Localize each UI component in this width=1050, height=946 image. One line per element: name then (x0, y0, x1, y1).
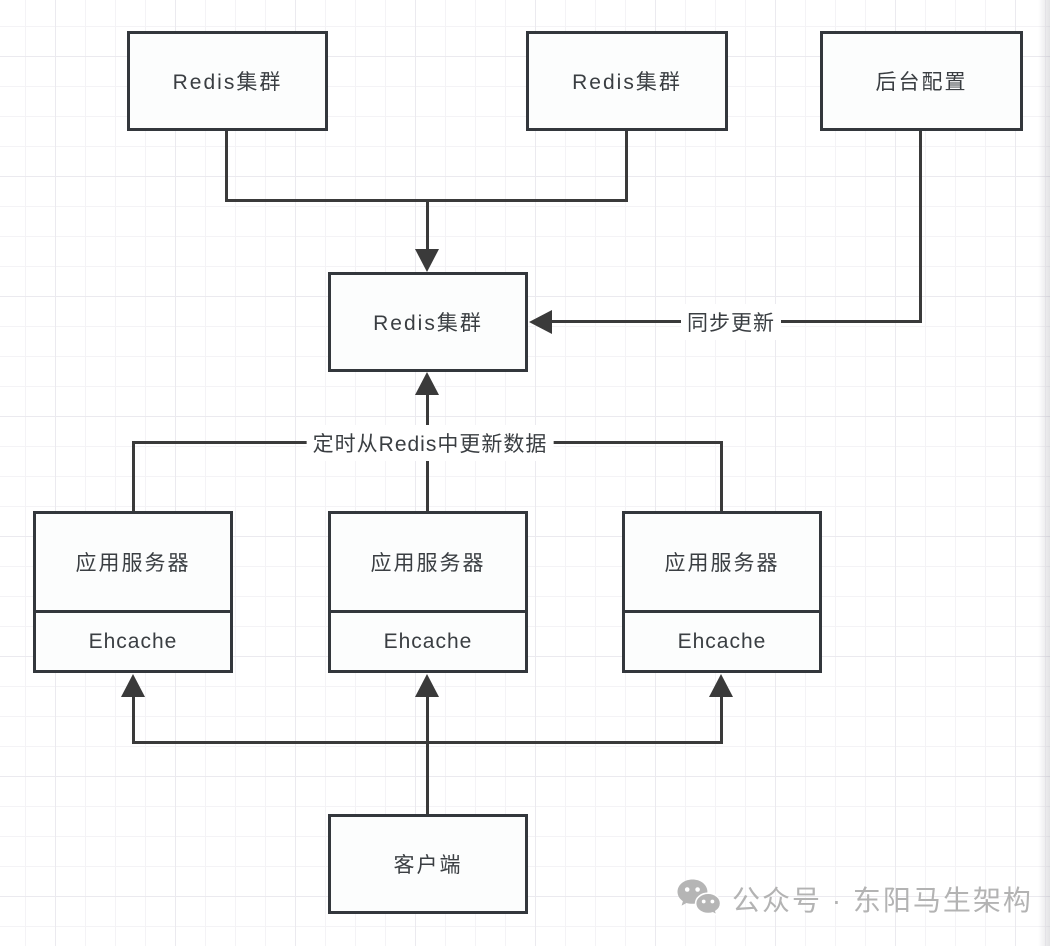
node-label: Redis集群 (373, 312, 483, 335)
node-label: 客户端 (393, 854, 463, 877)
watermark-text: 公众号 · 东阳马生架构 (732, 885, 1033, 916)
edge-bottom-left-up (132, 694, 135, 742)
node-label: Ehcache (677, 629, 767, 653)
ehcache-label: Ehcache (625, 610, 819, 670)
edge-topleft-down (225, 131, 228, 202)
node-label: Redis集群 (172, 71, 283, 94)
canvas-right-edge-shade (1038, 0, 1050, 946)
node-label: Redis集群 (572, 71, 682, 94)
app-server-label: 应用服务器 (625, 514, 819, 610)
node-redis-cluster-top-left: Redis集群 (127, 31, 328, 131)
edge-top-center-drop (426, 199, 429, 251)
arrowhead-into-redis-center-bottom (415, 372, 439, 395)
node-redis-cluster-top-mid: Redis集群 (526, 31, 728, 131)
node-app-server-left: 应用服务器 Ehcache (33, 511, 233, 673)
edge-backend-down (919, 131, 922, 323)
edge-bottom-horizontal (132, 741, 723, 744)
arrowhead-into-ehcache-left (121, 674, 145, 697)
arrowhead-into-redis-center-top (415, 249, 439, 272)
node-client: 客户端 (328, 814, 528, 914)
edge-bottom-right-up (720, 694, 723, 742)
edge-client-up (426, 743, 429, 814)
node-label: 应用服务器 (664, 552, 780, 575)
edge-sync-right-seg (779, 320, 922, 323)
edge-schedule-right-drop (720, 441, 723, 511)
node-redis-cluster-center: Redis集群 (328, 272, 528, 372)
edge-bottom-center-up (426, 694, 429, 742)
arrowhead-into-redis-center-right (529, 310, 552, 334)
ehcache-label: Ehcache (36, 610, 230, 670)
edge-label-sync-update: 同步更新 (681, 304, 781, 340)
app-server-label: 应用服务器 (36, 514, 230, 610)
node-app-server-right: 应用服务器 Ehcache (622, 511, 822, 673)
arrowhead-into-ehcache-mid (415, 674, 439, 697)
node-app-server-mid: 应用服务器 Ehcache (328, 511, 528, 673)
node-backend-config: 后台配置 (820, 31, 1023, 131)
node-label: 应用服务器 (370, 552, 486, 575)
wechat-icon (677, 879, 722, 917)
edge-label-schedule-update: 定时从Redis中更新数据 (306, 425, 554, 461)
node-label: Ehcache (383, 629, 473, 653)
app-server-label: 应用服务器 (331, 514, 525, 610)
edge-schedule-left-drop (132, 441, 135, 511)
edge-topmid-down (625, 131, 628, 202)
node-label: Ehcache (88, 629, 178, 653)
node-label: 应用服务器 (75, 552, 191, 575)
edge-sync-left-seg (551, 320, 683, 323)
arrowhead-into-ehcache-right (709, 674, 733, 697)
ehcache-label: Ehcache (331, 610, 525, 670)
node-label: 后台配置 (875, 71, 968, 94)
watermark: 公众号 · 东阳马生架构 (676, 878, 1033, 920)
